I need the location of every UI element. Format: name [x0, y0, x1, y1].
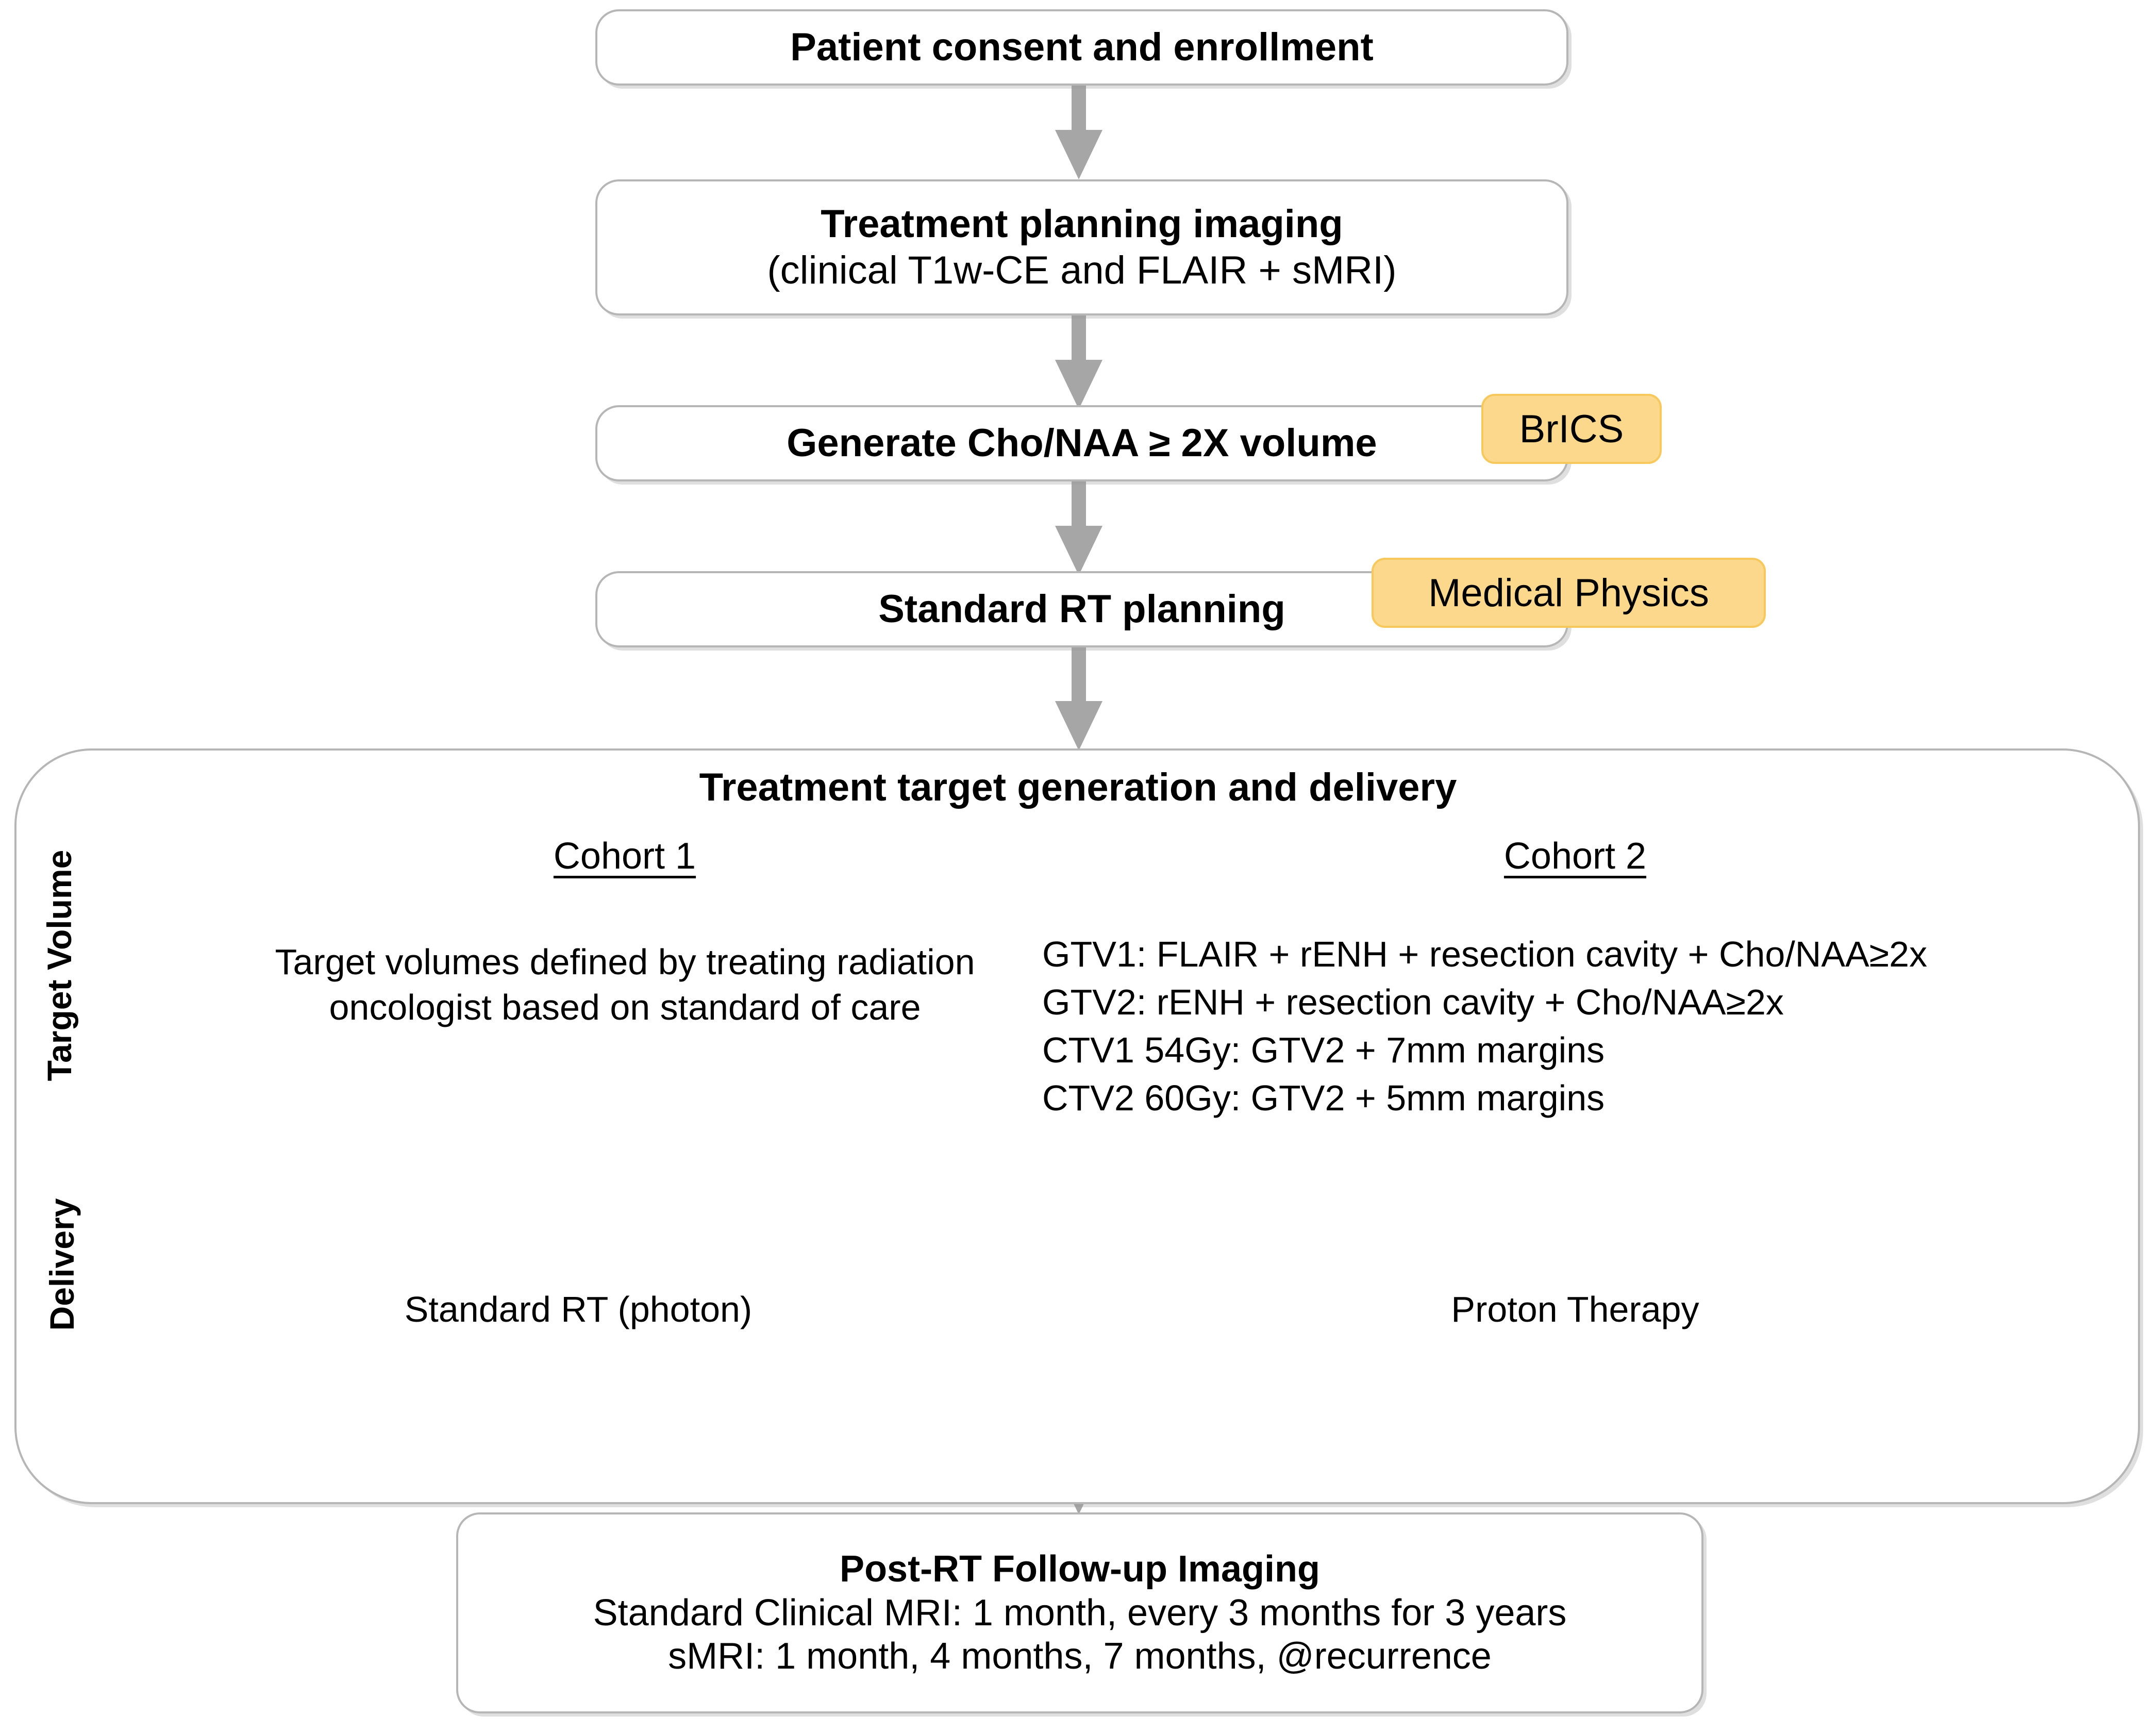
arrow-step4-to-panel: [1055, 647, 1102, 751]
step-standard-rt-planning-title: Standard RT planning: [878, 587, 1285, 631]
cohort1-target-volume-line-2: oncologist based on standard of care: [329, 987, 921, 1028]
cohort2-delivery-label: Proton Therapy: [1451, 1289, 1699, 1329]
badge-brics-label: BrICS: [1519, 407, 1624, 451]
cohort2-header-text: Cohort 2: [1503, 836, 1647, 877]
arrow-step3-to-step4: [1055, 481, 1102, 575]
cohort2-target-volume-text: GTV1: FLAIR + rENH + resection cavity + …: [1042, 930, 2125, 1122]
cohort1-delivery-text: Standard RT (photon): [357, 1289, 800, 1330]
step-patient-consent-title: Patient consent and enrollment: [790, 25, 1374, 70]
row-label-target-volume-text: Target Volume: [40, 850, 78, 1081]
cohort1-target-volume-line-1: Target volumes defined by treating radia…: [275, 942, 975, 982]
badge-medical-physics: Medical Physics: [1372, 558, 1766, 628]
step-treatment-planning-imaging-title: Treatment planning imaging: [821, 202, 1343, 246]
cohort1-delivery-label: Standard RT (photon): [404, 1289, 753, 1329]
badge-medical-physics-label: Medical Physics: [1428, 571, 1709, 615]
step-treatment-planning-imaging-subtitle: (clinical T1w-CE and FLAIR + sMRI): [767, 248, 1397, 292]
step-post-rt-followup-line-2: sMRI: 1 month, 4 months, 7 months, @recu…: [668, 1636, 1492, 1677]
cohort1-header: Cohort 1: [491, 835, 759, 877]
treatment-target-panel-title: Treatment target generation and delivery: [699, 765, 1457, 809]
step-post-rt-followup-line-1: Standard Clinical MRI: 1 month, every 3 …: [593, 1592, 1567, 1634]
treatment-target-panel: [14, 748, 2140, 1504]
cohort2-delivery-text: Proton Therapy: [1353, 1289, 1797, 1330]
cohort2-target-volume-line-2: GTV2: rENH + resection cavity + Cho/NAA≥…: [1042, 982, 1784, 1023]
step-post-rt-followup-imaging: Post-RT Follow-up Imaging Standard Clini…: [456, 1512, 1703, 1713]
row-label-delivery: Delivery: [43, 1172, 81, 1357]
step-generate-cho-naa-volume-title: Generate Cho/NAA ≥ 2X volume: [787, 421, 1377, 465]
cohort2-target-volume-line-1: GTV1: FLAIR + rENH + resection cavity + …: [1042, 934, 1928, 974]
badge-brics: BrICS: [1481, 394, 1662, 464]
cohort2-header: Cohort 2: [1441, 835, 1709, 877]
arrow-step2-to-step3: [1055, 315, 1102, 409]
row-label-delivery-text: Delivery: [43, 1198, 81, 1331]
cohort1-target-volume-text: Target volumes defined by treating radia…: [129, 939, 1121, 1030]
cohort1-header-text: Cohort 1: [553, 836, 696, 877]
arrow-step1-to-step2: [1055, 86, 1102, 179]
step-generate-cho-naa-volume: Generate Cho/NAA ≥ 2X volume: [595, 405, 1568, 481]
cohort2-target-volume-line-3: CTV1 54Gy: GTV2 + 7mm margins: [1042, 1030, 1605, 1071]
row-label-target-volume: Target Volume: [40, 801, 78, 1130]
step-treatment-planning-imaging: Treatment planning imaging (clinical T1w…: [595, 179, 1568, 315]
cohort2-target-volume-line-4: CTV2 60Gy: GTV2 + 5mm margins: [1042, 1078, 1605, 1119]
step-post-rt-followup-title: Post-RT Follow-up Imaging: [840, 1548, 1320, 1590]
step-patient-consent: Patient consent and enrollment: [595, 9, 1568, 86]
